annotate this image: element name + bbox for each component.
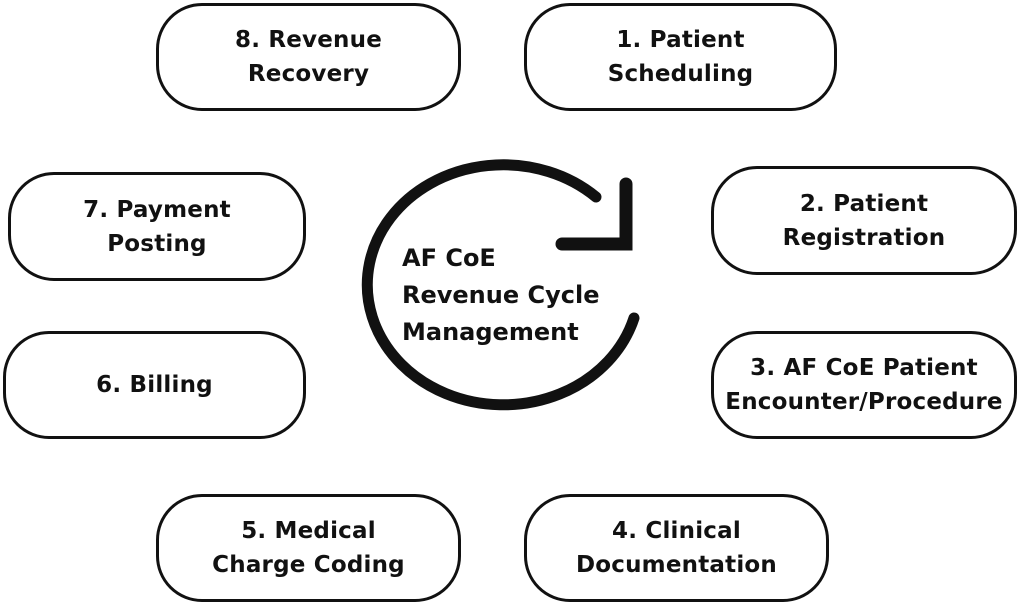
step-label: 3. AF CoE Patient Encounter/Procedure	[725, 355, 1003, 415]
center-title: AF CoE Revenue Cycle Management	[402, 244, 600, 346]
step-label: 4. Clinical Documentation	[575, 518, 777, 578]
step-3-encounter-procedure: 3. AF CoE Patient Encounter/Procedure	[711, 331, 1017, 439]
step-label: 7. Payment Posting	[83, 196, 231, 257]
step-label: 6. Billing	[96, 372, 213, 398]
step-7-payment-posting: 7. Payment Posting	[8, 172, 306, 281]
step-4-clinical-documentation: 4. Clinical Documentation	[524, 494, 829, 602]
step-5-medical-charge-coding: 5. Medical Charge Coding	[156, 494, 461, 602]
step-6-billing: 6. Billing	[3, 331, 306, 439]
step-1-patient-scheduling: 1. Patient Scheduling	[524, 3, 837, 111]
step-label: 1. Patient Scheduling	[607, 27, 754, 87]
step-8-revenue-recovery: 8. Revenue Recovery	[156, 3, 461, 111]
step-label: 2. Patient Registration	[782, 190, 946, 251]
step-label: 8. Revenue Recovery	[235, 27, 382, 87]
step-2-patient-registration: 2. Patient Registration	[711, 166, 1017, 275]
step-label: 5. Medical Charge Coding	[212, 518, 405, 578]
